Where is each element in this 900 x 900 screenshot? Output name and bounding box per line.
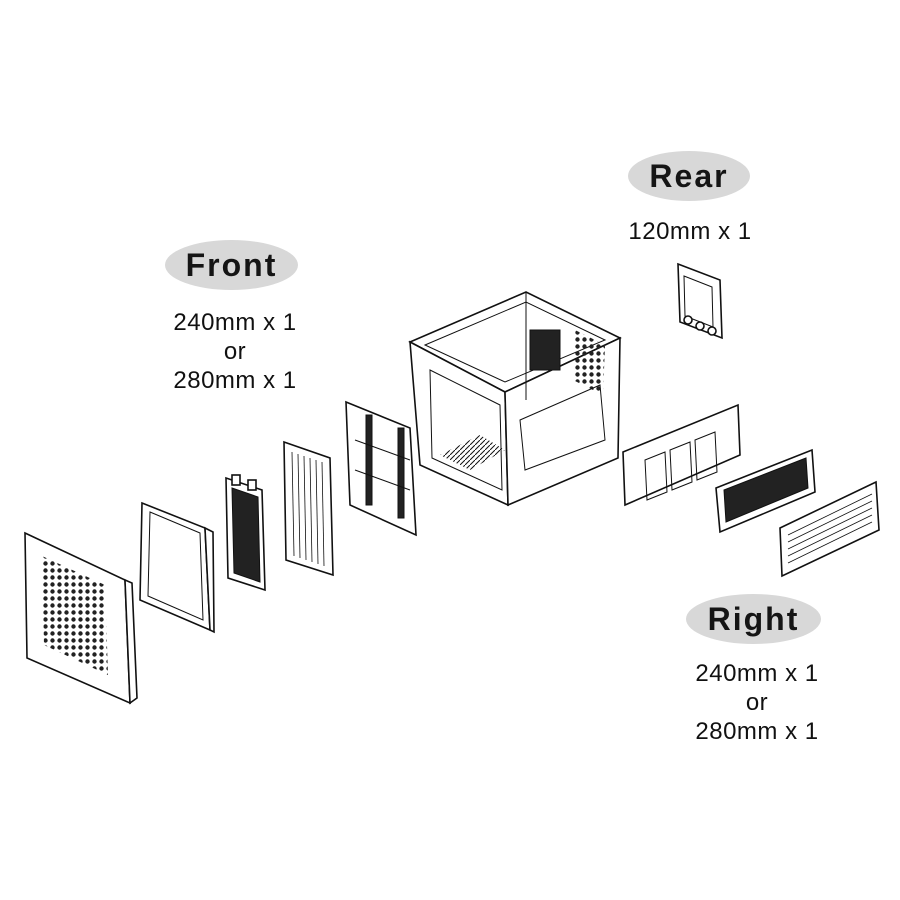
front-mesh-panel [24, 531, 138, 705]
rear-label: Rear [628, 151, 750, 201]
front-spec-line3: 280mm x 1 [173, 367, 297, 394]
right-radiator-280 [779, 480, 880, 578]
right-label: Right [686, 594, 821, 644]
right-spec: 240mm x 1 or 280mm x 1 [672, 659, 842, 746]
front-dust-filter [139, 501, 215, 634]
right-spec-line3: 280mm x 1 [695, 718, 819, 745]
rear-spec: 120mm x 1 [605, 217, 775, 246]
right-radiator-bracket [622, 403, 741, 507]
case-chassis [408, 291, 622, 507]
front-spec-line2: or [223, 338, 247, 365]
rear-spec-line1: 120mm x 1 [628, 218, 752, 245]
right-spec-line1: 240mm x 1 [695, 660, 819, 687]
front-spec: 240mm x 1 or 280mm x 1 [150, 308, 320, 395]
front-radiator-280 [283, 440, 334, 577]
front-radiator-240 [225, 474, 266, 592]
rear-radiator-120 [677, 262, 723, 340]
right-radiator-240 [715, 448, 816, 534]
front-spec-line1: 240mm x 1 [173, 309, 297, 336]
right-spec-line2: or [745, 689, 769, 716]
front-radiator-bracket [345, 400, 417, 537]
front-label: Front [165, 240, 298, 290]
